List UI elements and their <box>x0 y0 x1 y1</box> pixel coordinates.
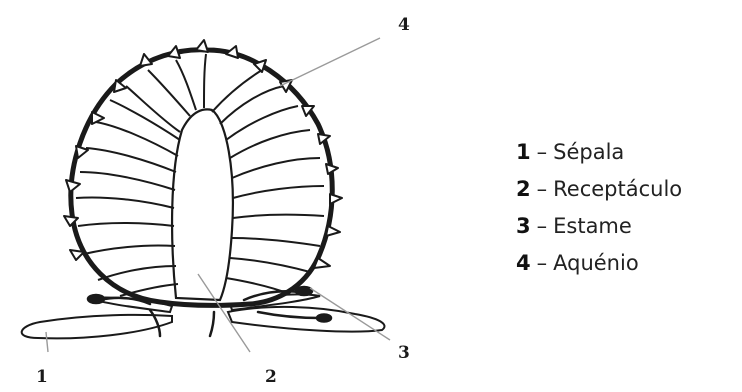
stamen-anther <box>317 315 331 322</box>
legend-number: 4 <box>516 251 531 275</box>
legend-number: 3 <box>516 214 531 238</box>
legend-item-estame: 3–Estame <box>516 208 682 245</box>
callout-2: 2 <box>265 367 277 387</box>
receptacle-core <box>172 109 233 300</box>
legend-separator: – <box>537 140 548 164</box>
leader-line-4 <box>280 38 380 86</box>
legend-item-receptaculo: 2–Receptáculo <box>516 171 682 208</box>
legend-number: 2 <box>516 177 531 201</box>
legend-item-aquenio: 4–Aquénio <box>516 245 682 282</box>
sepal-right <box>228 307 384 332</box>
legend-label: Sépala <box>553 140 624 164</box>
sepal-left <box>22 315 172 338</box>
legend-number: 1 <box>516 140 531 164</box>
legend-label: Receptáculo <box>553 177 682 201</box>
fruit-body <box>64 40 342 305</box>
stamen-anther <box>296 287 312 295</box>
stamen-anther <box>88 295 104 303</box>
legend-item-sepala: 1–Sépala <box>516 134 682 171</box>
legend-label: Estame <box>553 214 632 238</box>
legend: 1–Sépala 2–Receptáculo 3–Estame 4–Aquéni… <box>516 134 682 282</box>
legend-label: Aquénio <box>553 251 639 275</box>
callout-1: 1 <box>36 367 48 387</box>
callout-3: 3 <box>398 343 410 363</box>
legend-separator: – <box>537 177 548 201</box>
callout-4: 4 <box>398 15 410 35</box>
stamen-filament <box>210 312 214 336</box>
legend-separator: – <box>537 251 548 275</box>
legend-separator: – <box>537 214 548 238</box>
